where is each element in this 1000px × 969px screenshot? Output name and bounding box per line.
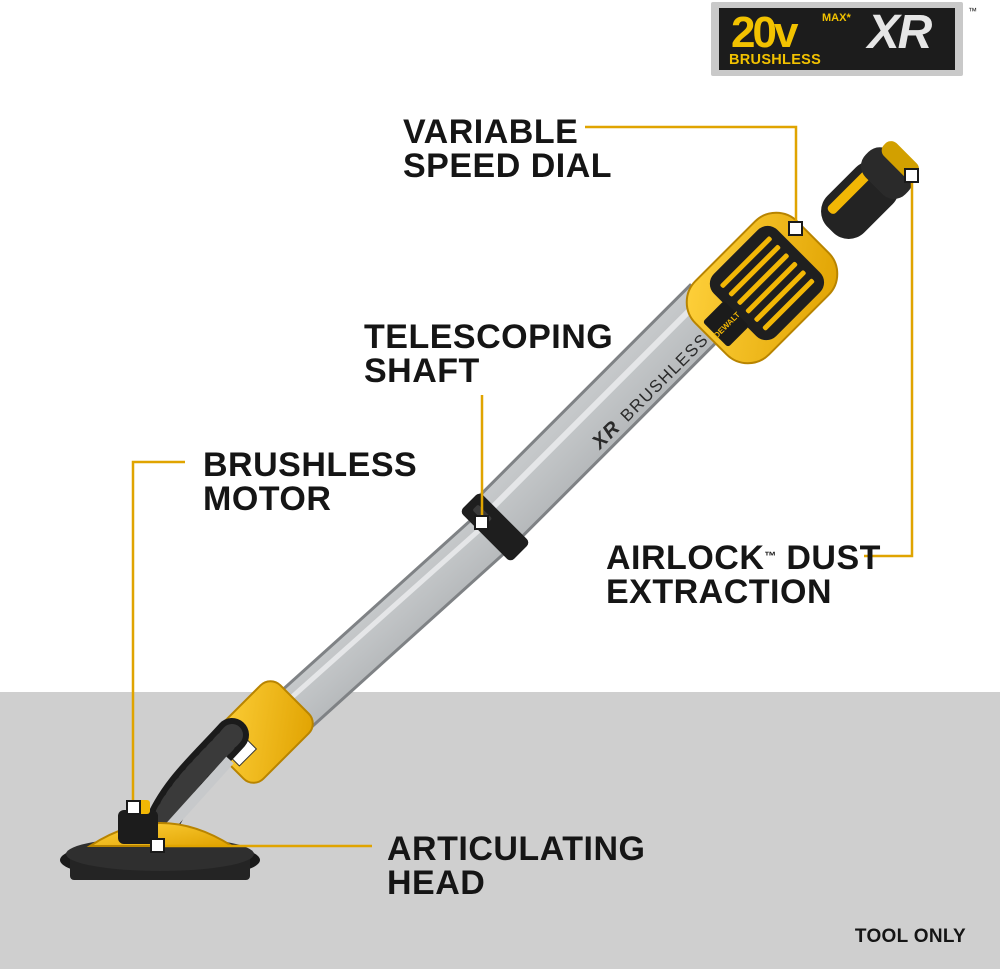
label-line: ARTICULATING (387, 830, 646, 868)
badge-voltage: 20v (731, 8, 798, 57)
callout-lines (131, 125, 914, 848)
telescoping-shaft: XRBRUSHLESS (265, 283, 734, 741)
leader-variable-speed-dial (585, 125, 798, 228)
marker-telescoping-shaft (474, 515, 489, 530)
badge-xr-logo: XR (867, 6, 933, 59)
label-telescoping-shaft: TELESCOPING SHAFT (364, 320, 613, 388)
leader-airlock-dust-extraction (864, 176, 914, 558)
leader-brushless-motor (131, 460, 185, 805)
label-line: TELESCOPING (364, 318, 614, 356)
label-articulating-head: ARTICULATING HEAD (387, 832, 645, 900)
label-line: EXTRACTION (606, 573, 832, 611)
voltage-badge: 20v MAX* BRUSHLESS XR (711, 2, 963, 76)
label-line: SPEED DIAL (403, 147, 613, 185)
callout-markers (126, 168, 919, 853)
dust-word: DUST (776, 539, 881, 577)
label-airlock-dust-extraction: AIRLOCK™ DUST EXTRACTION (606, 541, 881, 609)
lower-clamp (210, 680, 314, 784)
badge-trademark: ™ (968, 6, 977, 16)
label-line: SHAFT (364, 352, 480, 390)
tool-only-note: TOOL ONLY (854, 926, 966, 947)
marker-brushless-motor (126, 800, 141, 815)
trademark-symbol: ™ (764, 549, 777, 563)
motor-housing: DEWALT (685, 141, 919, 365)
badge-max: MAX* (822, 12, 851, 24)
label-brushless-motor: BRUSHLESS MOTOR (203, 448, 417, 516)
label-line: MOTOR (203, 480, 332, 518)
dust-hose (143, 718, 249, 845)
label-line: VARIABLE (403, 113, 579, 151)
label-line: BRUSHLESS (203, 446, 418, 484)
badge-brushless: BRUSHLESS (729, 52, 822, 68)
airlock-word: AIRLOCK (606, 539, 765, 577)
label-line: HEAD (387, 864, 486, 902)
marker-variable-speed-dial (788, 221, 803, 236)
marker-articulating-head (150, 838, 165, 853)
label-variable-speed-dial: VARIABLE SPEED DIAL (403, 115, 612, 183)
marker-airlock-dust-extraction (904, 168, 919, 183)
label-line: AIRLOCK™ DUST (606, 541, 881, 575)
badge-inner: 20v MAX* BRUSHLESS (719, 8, 955, 70)
